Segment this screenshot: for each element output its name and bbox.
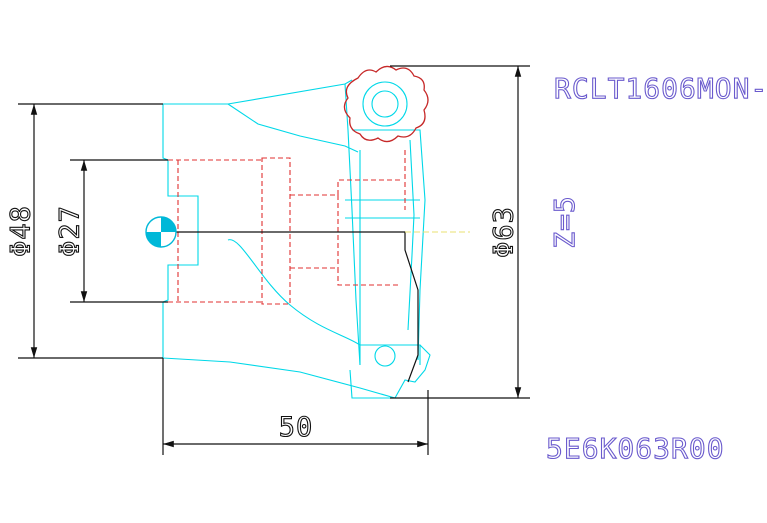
outer-diameter-label: Φ48 bbox=[6, 205, 37, 257]
bore-diameter-label: Φ27 bbox=[55, 205, 86, 257]
insert-top bbox=[343, 65, 429, 143]
center-axis bbox=[160, 231, 470, 383]
center-mark-icon bbox=[145, 216, 177, 248]
part-number-note: 5E6K063R00 bbox=[546, 432, 725, 465]
length-label: 50 bbox=[279, 412, 314, 443]
cutter-body-outline bbox=[162, 79, 431, 399]
teeth-count-note: Z=5 bbox=[548, 195, 581, 249]
dimension-cutter-diameter: Φ63 bbox=[390, 65, 530, 399]
dimension-length: 50 bbox=[162, 358, 429, 455]
insert-bottom bbox=[360, 344, 421, 367]
dimension-bore-diameter: Φ27 bbox=[54, 159, 168, 303]
drawing-background bbox=[0, 60, 767, 462]
cutter-diameter-label: Φ63 bbox=[489, 206, 520, 258]
dimension-outer-diameter: Φ48 bbox=[5, 103, 163, 359]
insert-code-note: RCLT1606MON-CC bbox=[554, 72, 767, 105]
hidden-lines bbox=[168, 150, 406, 305]
